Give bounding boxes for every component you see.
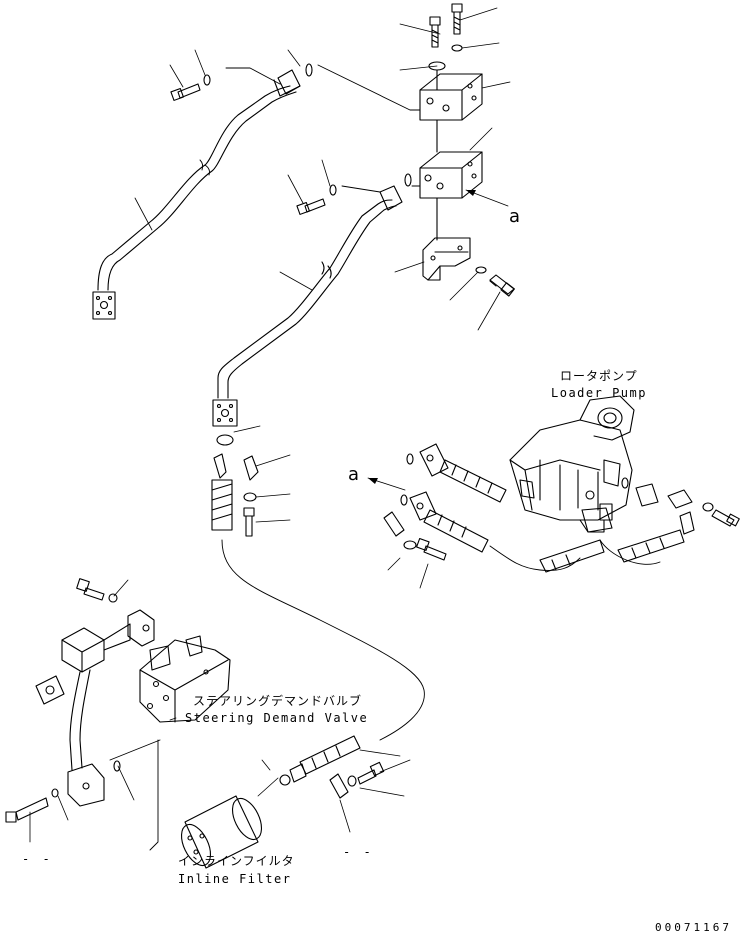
tube-middle <box>217 199 397 399</box>
bolt-top-2 <box>451 3 463 35</box>
leader-lines-ul <box>134 49 301 231</box>
o-ring-ul <box>305 63 313 77</box>
connect-line-mid <box>341 185 421 193</box>
leader-lines-mid <box>279 159 331 291</box>
hose-pump-lower <box>423 509 489 553</box>
washer-mid <box>329 184 337 196</box>
hose-line-long <box>221 539 425 741</box>
bolt-filter <box>357 761 385 785</box>
flange-lower-left-bottom <box>67 763 105 807</box>
washer-bracket <box>475 266 487 274</box>
dash-marker-right: - - <box>343 845 374 859</box>
fitting-pump-lower <box>409 491 437 521</box>
bolt-center <box>243 507 255 537</box>
pump-return-lines <box>489 539 661 571</box>
o-ring-right <box>621 477 629 489</box>
bolt-mid <box>296 198 326 215</box>
block-upper <box>419 73 483 121</box>
bolt-right <box>711 509 740 527</box>
washer-ul <box>203 74 211 86</box>
washer-filter <box>347 775 357 787</box>
ref-a-lower: a <box>348 464 360 485</box>
pipe-lower-left <box>69 669 91 771</box>
connect-line-ul <box>225 64 421 111</box>
steering-valve-label-jp: ステアリングデマンドバルブ <box>193 694 363 708</box>
split-flange-filter <box>329 773 349 799</box>
o-ring-lower-left <box>113 760 121 772</box>
hose-fitting-filter <box>289 735 361 783</box>
flange-middle-top <box>379 185 403 211</box>
loader-pump <box>509 395 635 533</box>
leader-lines-filter <box>257 749 411 833</box>
bolt-ul <box>170 83 201 101</box>
leader-lines-lower-left <box>29 579 135 843</box>
washer-pump <box>403 540 417 550</box>
inline-filter-label-jp: インラインフイルタ <box>178 854 295 868</box>
fittings-right <box>581 483 695 535</box>
block-middle <box>419 151 483 199</box>
dash-marker-left: - - <box>22 852 53 866</box>
loader-pump-label-en: Loader Pump <box>551 386 647 400</box>
inline-filter-label-en: Inline Filter <box>178 872 292 886</box>
o-ring-filter <box>279 774 291 786</box>
split-flange-pump <box>383 511 405 537</box>
flange-upper-left-bottom <box>92 291 116 320</box>
flange-upper-left-top <box>273 69 301 97</box>
leader-lines-pump <box>387 557 429 589</box>
hose-fitting-center <box>211 479 233 531</box>
o-ring-center <box>216 434 234 446</box>
fitting-pump-upper <box>419 443 449 477</box>
flange-lower-left-top <box>35 675 65 705</box>
o-ring-mid <box>404 173 412 187</box>
inline-filter <box>180 795 263 869</box>
washer-lower-left-top <box>108 593 118 603</box>
bolt-lower-left-top <box>76 578 105 601</box>
hose-pump-return <box>539 529 685 573</box>
bolt-bracket <box>489 274 515 297</box>
flange-middle-bottom <box>212 399 238 427</box>
filter-leader <box>149 739 159 851</box>
leader-lines-top <box>394 7 511 331</box>
steering-valve-label-en: Steering Demand Valve <box>185 711 369 725</box>
bolt-pump <box>416 537 447 561</box>
split-flange-center <box>213 453 259 481</box>
ref-a-upper: a <box>509 206 521 227</box>
tube-upper-left <box>97 85 297 291</box>
washer-top <box>451 44 463 52</box>
bolt-top-1 <box>429 16 441 48</box>
washer-right <box>702 502 714 512</box>
bolt-lower-left-bottom <box>5 797 49 823</box>
o-ring-pump-upper <box>406 453 414 465</box>
drawing-number: 00071167 <box>655 921 732 934</box>
washer-lower-left <box>51 788 59 798</box>
washer-center <box>243 492 257 502</box>
loader-pump-label-jp: ロータポンプ <box>560 369 638 383</box>
steering-demand-valve <box>139 635 231 723</box>
bracket <box>422 237 471 281</box>
manifold-block-right <box>127 609 155 647</box>
o-ring-pump-lower <box>400 494 408 506</box>
manifold-block-left <box>61 623 131 673</box>
hose-pump-upper <box>439 459 507 503</box>
leader-lines-center <box>233 425 291 523</box>
